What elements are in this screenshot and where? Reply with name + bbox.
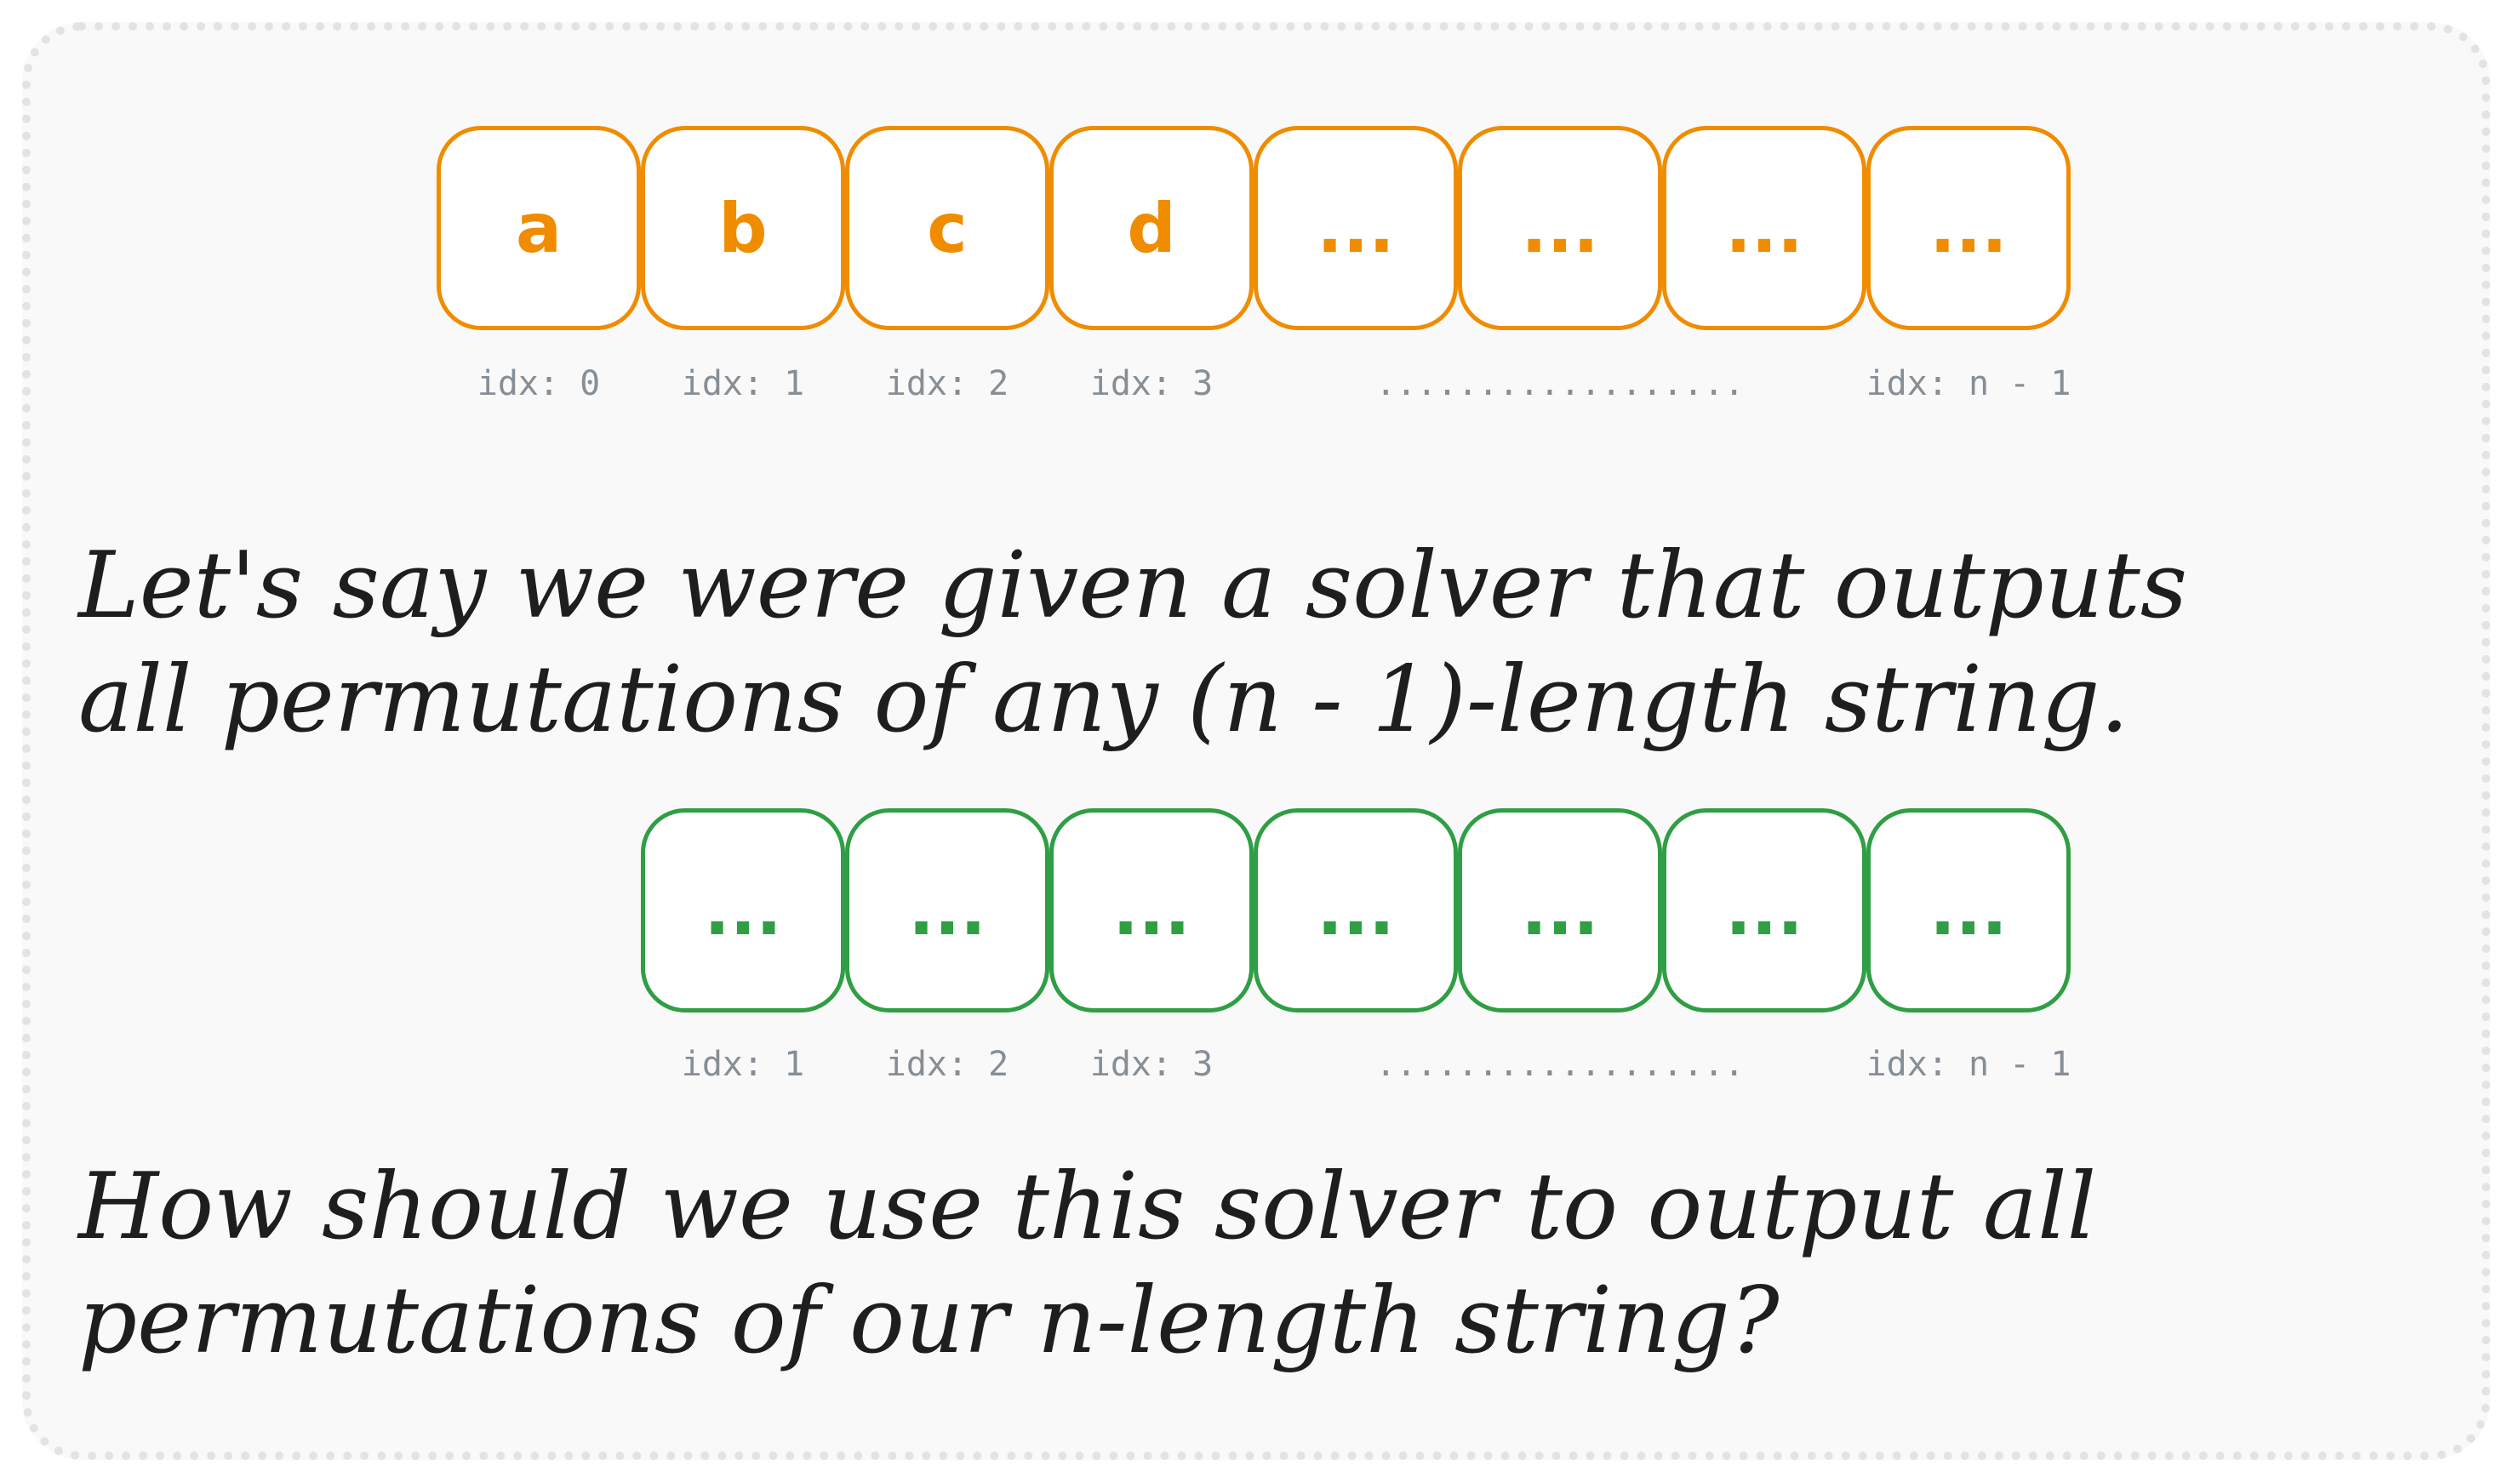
- index-label: idx: n - 1: [1866, 364, 2071, 403]
- statement-line-2: all permutations of any (n - 1)-length s…: [78, 647, 2129, 753]
- index-label: idx: n - 1: [1866, 1045, 2071, 1084]
- question-line-1: How should we use this solver to output …: [78, 1154, 2097, 1260]
- array-cell: d: [1049, 126, 1254, 330]
- array-cell: ...: [1254, 808, 1458, 1012]
- index-label: idx: 3: [1089, 1045, 1214, 1084]
- bottom-array: ... ... ... ... ... ... ...: [641, 808, 2071, 1012]
- index-label: idx: 2: [885, 364, 1009, 403]
- array-cell: ...: [1458, 808, 1662, 1012]
- index-label: idx: 3: [1089, 364, 1214, 403]
- array-cell: b: [641, 126, 845, 330]
- array-cell: ...: [1049, 808, 1254, 1012]
- array-cell: c: [845, 126, 1049, 330]
- array-cell: ...: [1866, 126, 2071, 330]
- array-cell: ...: [641, 808, 845, 1012]
- array-cell: a: [437, 126, 641, 330]
- top-array: a b c d ... ... ... ...: [437, 126, 2071, 330]
- index-ellipsis: ..................: [1375, 364, 1745, 403]
- array-cell: ...: [1458, 126, 1662, 330]
- index-label: idx: 1: [681, 1045, 805, 1084]
- array-cell: ...: [1254, 126, 1458, 330]
- index-label: idx: 0: [477, 364, 601, 403]
- index-label: idx: 1: [681, 364, 805, 403]
- index-label: idx: 2: [885, 1045, 1009, 1084]
- index-ellipsis: ..................: [1375, 1045, 1745, 1084]
- statement-line-1: Let's say we were given a solver that ou…: [78, 533, 2188, 639]
- array-cell: ...: [1662, 126, 1866, 330]
- question-line-2: permutations of our n-length string?: [78, 1268, 1780, 1374]
- array-cell: ...: [1662, 808, 1866, 1012]
- array-cell: ...: [1866, 808, 2071, 1012]
- array-cell: ...: [845, 808, 1049, 1012]
